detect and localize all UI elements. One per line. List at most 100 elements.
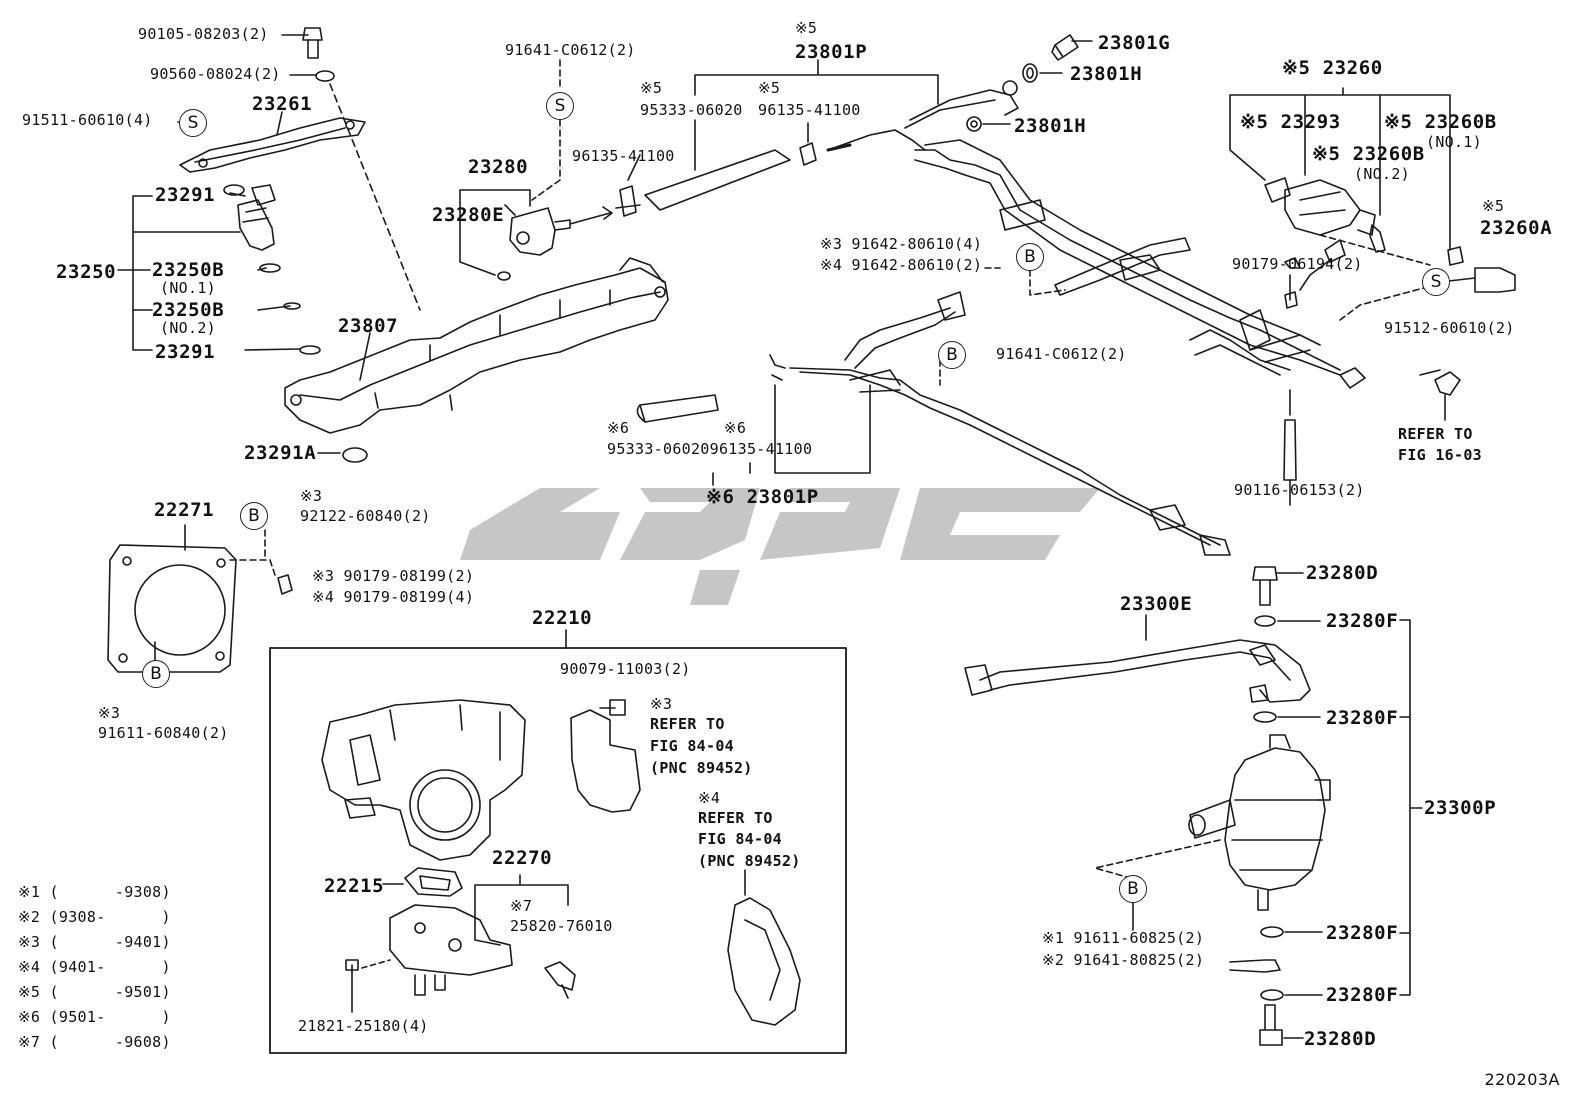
label-fig-84-04-b: FIG 84-04 [698, 830, 782, 848]
label-23280F-d: 23280F [1326, 984, 1399, 1006]
label-23291-top: 23291 [155, 184, 216, 206]
marker-b-gasket-top: B [240, 502, 268, 530]
label-91611-60840: 91611-60840(2) [98, 724, 229, 742]
label-23280E: 23280E [432, 204, 505, 226]
label-note5-95333: ※5 [640, 79, 663, 97]
legend-mark: ※4 [18, 958, 41, 976]
label-22215: 22215 [324, 875, 385, 897]
label-90105-08203: 90105-08203(2) [138, 25, 269, 43]
label-92122-60840: 92122-60840(2) [300, 507, 431, 525]
label-95333-06020-top: 95333-06020 [640, 101, 743, 119]
label-91642-80610-a: ※3 91642-80610(4) [820, 235, 983, 253]
marker-s-left: S [179, 109, 207, 137]
legend-row: ※1 ( -9308) [18, 884, 171, 909]
legend-mark: ※7 [18, 1033, 41, 1051]
label-no2: (NO.2) [160, 319, 216, 337]
label-no1: (NO.1) [160, 279, 216, 297]
gasket-22271 [107, 524, 293, 673]
injector-23250 [223, 184, 321, 355]
marker-s-right: S [1422, 268, 1450, 296]
label-23250: 23250 [56, 261, 117, 283]
marker-b-filter: B [1119, 875, 1147, 903]
bolt-90105 [302, 27, 335, 82]
label-23280F-a: 23280F [1326, 610, 1399, 632]
marker-b-gasket-bottom: B [142, 660, 170, 688]
fitting-23801G-H [966, 34, 1093, 132]
legend-range: (9308- ) [49, 908, 171, 926]
label-refer-to-a: REFER TO [1398, 425, 1473, 443]
label-note5-23801P: ※5 [795, 19, 818, 37]
fuel-pipe-main [904, 80, 1366, 389]
label-note5-23260A: ※5 [1482, 197, 1505, 215]
label-fig-84-04-a: FIG 84-04 [650, 737, 734, 755]
label-23260B-no1-sub: (NO.1) [1426, 133, 1482, 151]
hose-23801P-lower [636, 267, 1231, 556]
legend-row: ※5 ( -9501) [18, 984, 171, 1009]
label-23801H-b: 23801H [1014, 115, 1087, 137]
watermark-logo [460, 488, 1100, 605]
label-90179-08199-b: ※4 90179-08199(4) [312, 588, 475, 606]
label-23280D-bottom: 23280D [1304, 1028, 1377, 1050]
label-23260A: 23260A [1480, 217, 1553, 239]
label-23801P-lower: ※6 23801P [706, 486, 819, 508]
label-21821-25180: 21821-25180(4) [298, 1017, 429, 1035]
legend-mark: ※6 [18, 1008, 41, 1026]
legend-row: ※2 (9308- ) [18, 909, 171, 934]
label-25820-76010: 25820-76010 [510, 917, 613, 935]
label-23250B-no1: 23250B [152, 259, 225, 281]
label-refer-to-b: REFER TO [650, 715, 725, 733]
label-22270: 22270 [492, 847, 553, 869]
legend-range: ( -9401) [49, 933, 171, 951]
label-91611-60825: ※1 91611-60825(2) [1042, 929, 1205, 947]
label-23300P: 23300P [1424, 797, 1497, 819]
figure-code: 220203A [1484, 1070, 1560, 1089]
label-note5-96135: ※5 [758, 79, 781, 97]
legend-mark: ※3 [18, 933, 41, 951]
right-leaders [1283, 257, 1461, 506]
label-91512-60610: 91512-60610(2) [1384, 319, 1515, 337]
legend: ※1 ( -9308) ※2 (9308- ) ※3 ( -9401) ※4 (… [18, 884, 171, 1059]
legend-row: ※4 (9401- ) [18, 959, 171, 984]
legend-range: ( -9501) [49, 983, 171, 1001]
label-note6-a: ※6 [607, 419, 630, 437]
hose-23801P-top [615, 59, 939, 217]
label-23261: 23261 [252, 93, 313, 115]
label-note3-91611: ※3 [98, 704, 121, 722]
throttle-body-group [269, 629, 847, 1054]
label-23260: ※5 23260 [1282, 57, 1383, 79]
label-91641-80825: ※2 91641-80825(2) [1042, 951, 1205, 969]
label-23280F-c: 23280F [1326, 922, 1399, 944]
marker-s-top: S [546, 92, 574, 120]
label-91511-60610: 91511-60610(4) [22, 111, 153, 129]
label-91641-C0612-mid: 91641-C0612(2) [996, 345, 1127, 363]
marker-b-mid: B [938, 341, 966, 369]
label-23291-bottom: 23291 [155, 341, 216, 363]
label-fig-16-03: FIG 16-03 [1398, 446, 1482, 464]
label-23280D-top: 23280D [1306, 562, 1379, 584]
legend-range: ( -9308) [49, 883, 171, 901]
label-23260B-no2-sub: (NO.2) [1354, 165, 1410, 183]
label-23801G: 23801G [1098, 32, 1171, 54]
legend-mark: ※2 [18, 908, 41, 926]
legend-range: (9401- ) [49, 958, 171, 976]
label-23250B-no2: 23250B [152, 299, 225, 321]
label-note7: ※7 [510, 897, 533, 915]
label-note3-refer: ※3 [650, 695, 673, 713]
legend-range: ( -9608) [49, 1033, 171, 1051]
label-22271: 22271 [154, 499, 215, 521]
label-90179-06194: 90179-06194(2) [1232, 255, 1363, 273]
legend-mark: ※5 [18, 983, 41, 1001]
label-23300E: 23300E [1120, 593, 1193, 615]
label-refer-to-c: REFER TO [698, 809, 773, 827]
label-23291A: 23291A [244, 442, 317, 464]
label-22210: 22210 [532, 607, 593, 629]
label-23801P-top: 23801P [795, 41, 868, 63]
label-96135-41100-a: 96135-41100 [758, 101, 861, 119]
marker-b-upper: B [1016, 243, 1044, 271]
label-23260B-no1: ※5 23260B [1384, 111, 1497, 133]
pressure-regulator-23280 [459, 189, 613, 281]
label-pnc-b: (PNC 89452) [698, 852, 801, 870]
legend-row: ※6 (9501- ) [18, 1009, 171, 1034]
